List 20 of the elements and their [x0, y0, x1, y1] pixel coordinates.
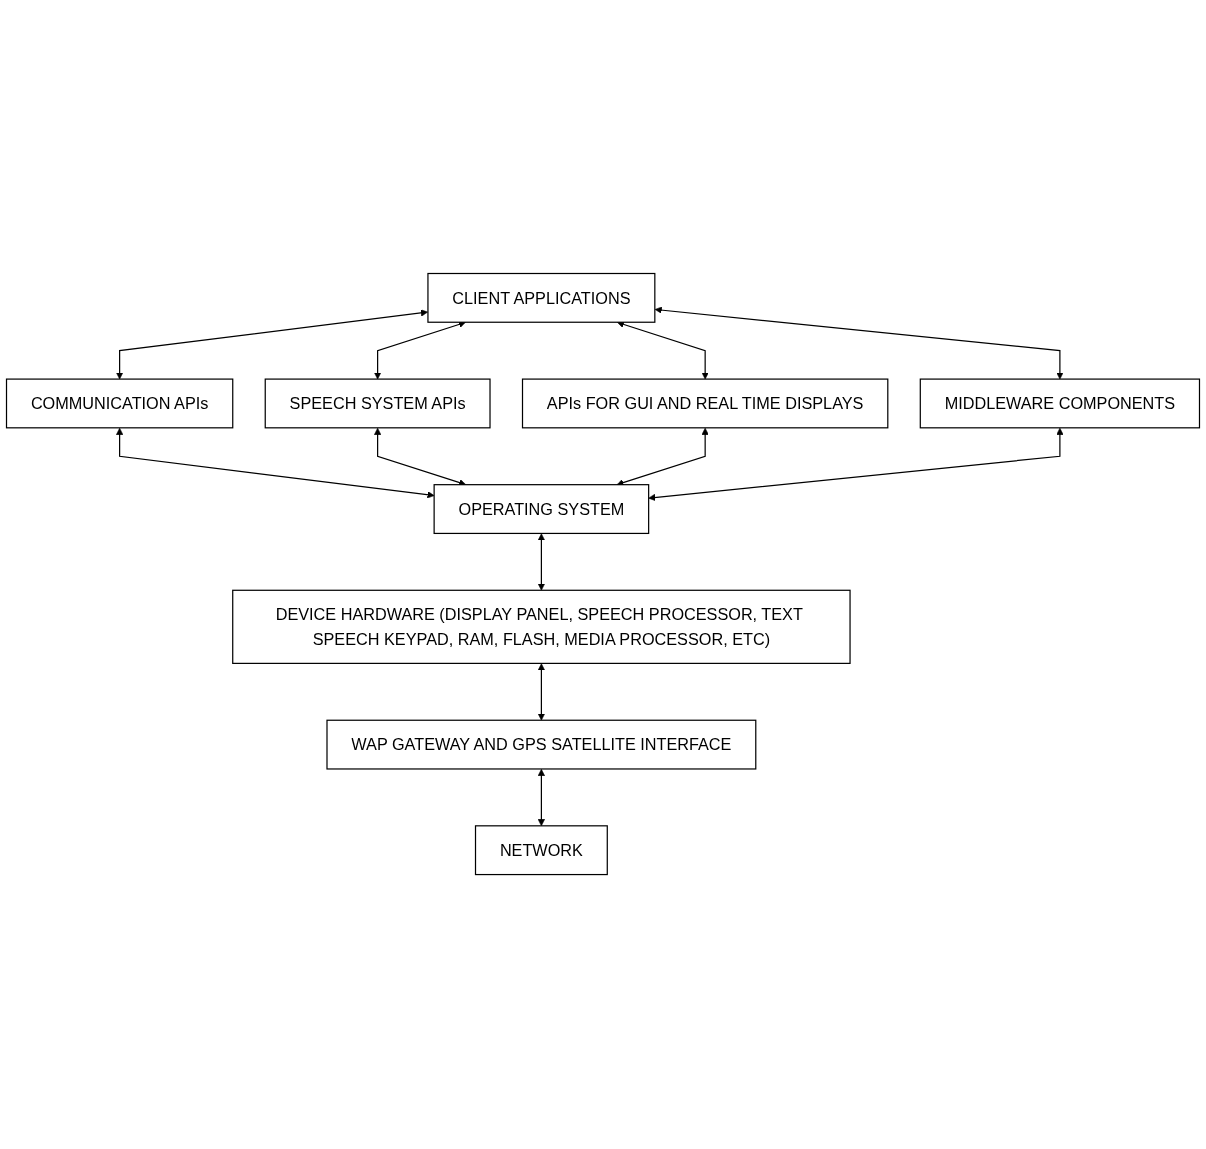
node-box: NETWORK — [474, 825, 608, 876]
arrow — [537, 533, 545, 592]
node-box: DEVICE HARDWARE (DISPLAY PANEL, SPEECH PROCESSOR, TEXT SPEECH KEYPAD, RAM, FLASH, MEDIA PROCESSOR, ETC) — [232, 590, 851, 665]
node-box: WAP GATEWAY AND GPS SATELLITE INTERFACE — [326, 720, 757, 771]
node-box: APIs FOR GUI AND REAL TIME DISPLAYS — [521, 378, 889, 429]
node-box: MIDDLEWARE COMPONENTS — [919, 378, 1201, 429]
arrow — [116, 428, 435, 499]
node-box: COMMUNICATION APIs — [5, 378, 234, 429]
arrow — [374, 321, 466, 380]
arrow — [616, 428, 709, 487]
node-box: OPERATING SYSTEM — [433, 484, 650, 535]
arrow — [537, 769, 545, 827]
arrow — [654, 307, 1064, 380]
arrow — [116, 309, 428, 380]
node-box: SPEECH SYSTEM APIs — [264, 378, 491, 429]
node-box: CLIENT APPLICATIONS — [427, 273, 656, 324]
arrow — [616, 321, 709, 380]
arrow — [374, 428, 467, 487]
arrow — [648, 428, 1064, 502]
arrow — [537, 663, 545, 722]
